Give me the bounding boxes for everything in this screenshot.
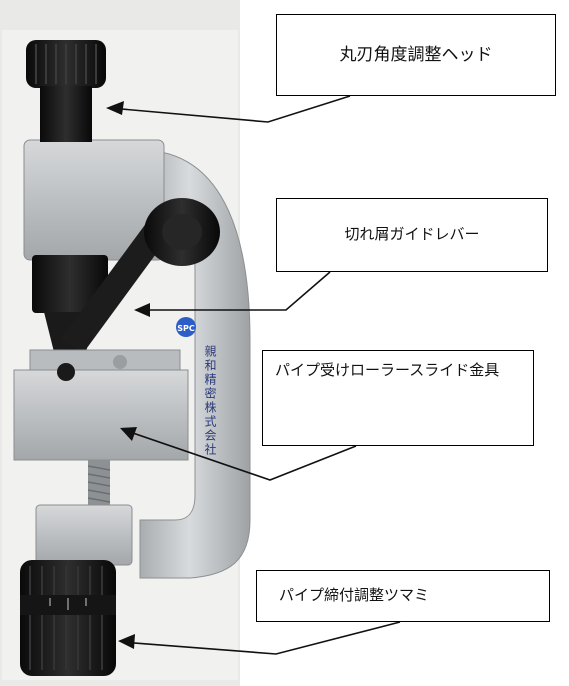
arrowhead-head bbox=[106, 101, 124, 115]
roller-slide bbox=[13, 369, 189, 461]
label-chip-guide-lever: 切れ屑ガイドレバー bbox=[276, 198, 548, 272]
guide-lever bbox=[60, 218, 172, 352]
label-head-adjust-text: 丸刃角度調整ヘッド bbox=[339, 44, 493, 65]
label-roller-slide: パイプ受けローラースライド金具 bbox=[262, 350, 534, 446]
arrowhead-knob bbox=[118, 634, 135, 649]
label-roller-slide-text: パイプ受けローラースライド金具 bbox=[275, 361, 500, 379]
leader-line-slide bbox=[123, 429, 357, 481]
label-head-adjust: 丸刃角度調整ヘッド bbox=[276, 14, 556, 96]
label-tightening-knob: パイプ締付調整ツマミ bbox=[256, 570, 550, 622]
label-tightening-knob-text: パイプ締付調整ツマミ bbox=[279, 586, 430, 605]
label-chip-guide-lever-text: 切れ屑ガイドレバー bbox=[344, 225, 480, 244]
spc-logo-text: SPC bbox=[177, 324, 195, 333]
leader-line-knob bbox=[121, 621, 401, 655]
arrowhead-lever bbox=[134, 303, 150, 317]
cutter-holder bbox=[32, 255, 108, 313]
tightening-knob bbox=[20, 560, 116, 676]
arrowhead-slide bbox=[120, 427, 137, 441]
leader-line-lever bbox=[140, 271, 331, 311]
spc-logo bbox=[176, 317, 196, 337]
maker-name: 親和精密株式会社 bbox=[203, 345, 217, 457]
leader-line-head bbox=[109, 95, 351, 123]
lower-block bbox=[35, 504, 133, 566]
head-shaft bbox=[40, 86, 92, 142]
